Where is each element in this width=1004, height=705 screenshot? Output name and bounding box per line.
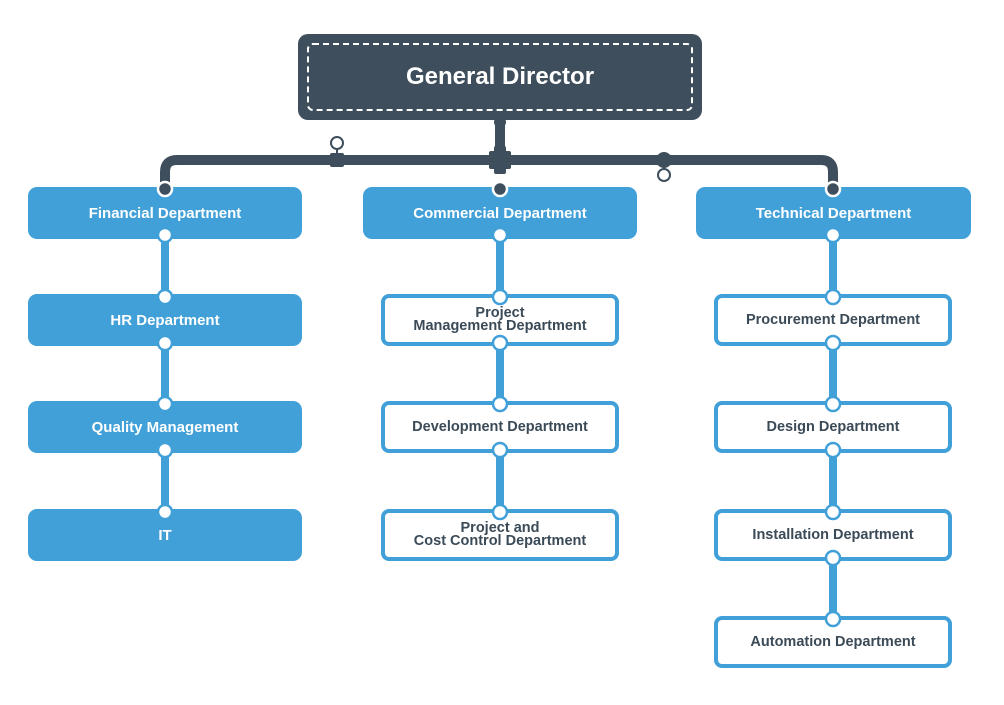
department-1-child-1: HR Department [28,294,302,346]
department-1-child-3: IT [28,509,302,561]
department-2-child-3: Project and Cost Control Department [381,509,619,561]
department-head-1: Financial Department [28,187,302,239]
department-3-child-1: Procurement Department [714,294,952,346]
valve-right [656,152,672,168]
department-2-child-1: Project Management Department [381,294,619,346]
cross-fitting-vertical [494,146,506,174]
department-head-2: Commercial Department [363,187,637,239]
valve-right-handle [657,168,671,182]
department-3-child-2: Design Department [714,401,952,453]
general-director-box: General Director [298,34,702,120]
department-3-child-4: Automation Department [714,616,952,668]
department-1-child-2: Quality Management [28,401,302,453]
valve-left-handle [330,136,344,150]
general-director-label: General Director [307,43,693,111]
department-2-child-2: Development Department [381,401,619,453]
department-head-3: Technical Department [696,187,971,239]
department-3-child-3: Installation Department [714,509,952,561]
valve-left [330,153,344,167]
